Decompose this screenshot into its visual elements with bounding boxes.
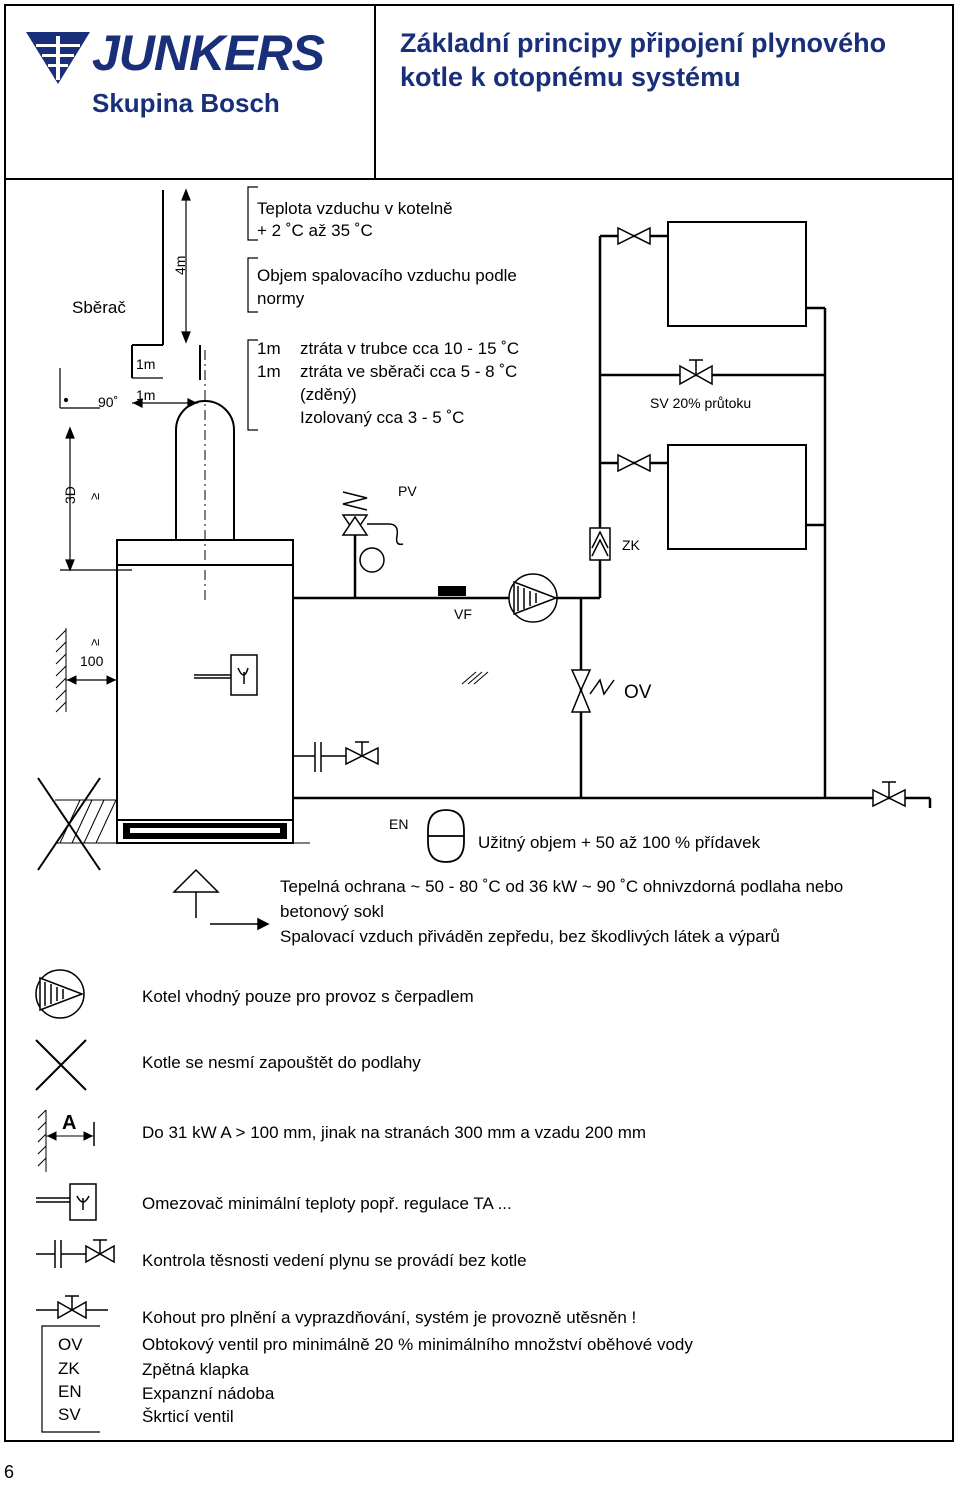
safety-valve-pv: [341, 491, 404, 573]
dim-3d-label: 3D: [62, 486, 78, 504]
collector-label: Sběrač: [72, 298, 126, 317]
loss-1-text: ztráta v trubce cca 10 - 15 ˚C: [300, 339, 520, 358]
dim-1m-label-a: 1m: [136, 356, 156, 372]
radiator-upper: [667, 221, 807, 327]
legend-clearance-text: Do 31 kW A > 100 mm, jinak na stranách 3…: [142, 1123, 647, 1142]
legend-limiter-text: Omezovač minimální teploty popř. regulac…: [142, 1194, 512, 1213]
dimension-1m: [132, 377, 198, 408]
legend-bracket: [41, 1325, 100, 1433]
air-volume-line-2: normy: [257, 289, 305, 308]
header-separator: [374, 4, 376, 180]
pump-icon: [508, 573, 559, 623]
useful-volume-text: Užitný objem + 50 až 100 % přídavek: [478, 833, 761, 852]
no-floor-cross-icon: [37, 777, 101, 871]
abbr-code-zk: ZK: [58, 1359, 80, 1378]
abbr-code-sv: SV: [58, 1405, 81, 1424]
loss-2-note: (zděný): [300, 385, 357, 404]
legend-gas-valve-icon: [36, 1239, 115, 1268]
legend-gas-check-text: Kontrola těsnosti vedení plynu se provád…: [142, 1251, 527, 1270]
text-brackets: [247, 186, 258, 431]
brand-subtitle: Skupina Bosch: [92, 88, 280, 118]
break-mark: [461, 671, 489, 685]
heating-pipes: [293, 234, 932, 808]
abbr-text-zk: Zpětná klapka: [142, 1360, 249, 1379]
heat-protection-line-2: betonový sokl: [280, 902, 384, 921]
vf-label: VF: [454, 606, 472, 622]
header-divider: [4, 178, 954, 180]
bypass-valve-ov: [570, 669, 615, 713]
legend-fill-drain-text: Kohout pro plnění a vyprazdňování, systé…: [142, 1308, 637, 1327]
page-title: Základní principy připojení plynového ko…: [400, 28, 887, 92]
zk-label: ZK: [622, 537, 640, 553]
abbr-text-sv: Škrticí ventil: [142, 1407, 234, 1426]
dim-100-label: 100: [80, 653, 104, 669]
page-number: 6: [4, 1462, 15, 1482]
boiler: [116, 539, 294, 844]
ge-label-a: ≥: [87, 492, 102, 500]
legend-clearance-icon: [37, 1109, 95, 1172]
legend-no-floor-text: Kotle se nesmí zapouštět do podlahy: [142, 1053, 421, 1072]
floor-hatch: [55, 799, 310, 844]
dimension-4m: [181, 188, 191, 344]
loss-3-text: Izolovaný cca 3 - 5 ˚C: [300, 408, 465, 427]
abbr-code-ov: OV: [58, 1335, 83, 1354]
loss-2-length: 1m: [257, 362, 281, 381]
abbr-text-ov: Obtokový ventil pro minimálně 20 % minim…: [142, 1335, 693, 1354]
heat-protection-line-1: Tepelná ochrana ~ 50 - 80 ˚C od 36 kW ~ …: [280, 877, 844, 896]
abbr-text-en: Expanzní nádoba: [142, 1384, 275, 1403]
air-temp-line-1: Teplota vzduchu v kotelně: [257, 199, 453, 218]
fire-protection-icon: [172, 868, 220, 918]
ge-label-b: ≥: [87, 638, 102, 646]
boiler-thermostat-icon: [194, 654, 258, 696]
angle-label: 90˚: [98, 394, 119, 410]
dim-4m-label: 4m: [172, 255, 188, 275]
expansion-vessel: [427, 809, 465, 863]
pv-label: PV: [398, 483, 417, 499]
wall-hatch: [55, 628, 117, 713]
legend-drain-cock-icon: [36, 1295, 108, 1320]
valve-icons: [293, 226, 906, 808]
combustion-air-arrow-icon: [210, 917, 270, 931]
ov-label: OV: [624, 682, 652, 703]
junkers-logo-icon: [26, 32, 90, 84]
loss-1-length: 1m: [257, 339, 281, 358]
radiator-lower: [667, 444, 807, 550]
chimney-pipes: [131, 190, 235, 600]
legend-cross-icon: [35, 1039, 87, 1091]
sv-label: SV 20% průtoku: [650, 395, 752, 411]
brand-name: JUNKERS: [92, 25, 325, 81]
en-label: EN: [389, 816, 409, 832]
dim-1m-label-b: 1m: [136, 387, 156, 403]
vf-sensor: [438, 586, 466, 596]
legend-pump-text: Kotel vhodný pouze pro provoz s čerpadle…: [142, 987, 474, 1006]
air-temp-line-2: + 2 ˚C až 35 ˚C: [257, 221, 373, 240]
loss-2-text: ztráta ve sběrači cca 5 - 8 ˚C: [300, 362, 518, 381]
check-valve-zk: [589, 527, 611, 561]
combustion-air-text: Spalovací vzduch přiváděn zepředu, bez š…: [280, 927, 780, 946]
air-volume-line-1: Objem spalovacího vzduchu podle: [257, 266, 517, 285]
dimension-3d: [60, 426, 132, 572]
abbr-code-en: EN: [58, 1382, 82, 1401]
legend-a-letter: A: [62, 1112, 77, 1134]
legend-thermostat-icon: [36, 1183, 97, 1221]
angle-90-mark: [59, 368, 100, 409]
legend-pump-icon: [35, 969, 85, 1019]
page-frame: [4, 4, 954, 1442]
